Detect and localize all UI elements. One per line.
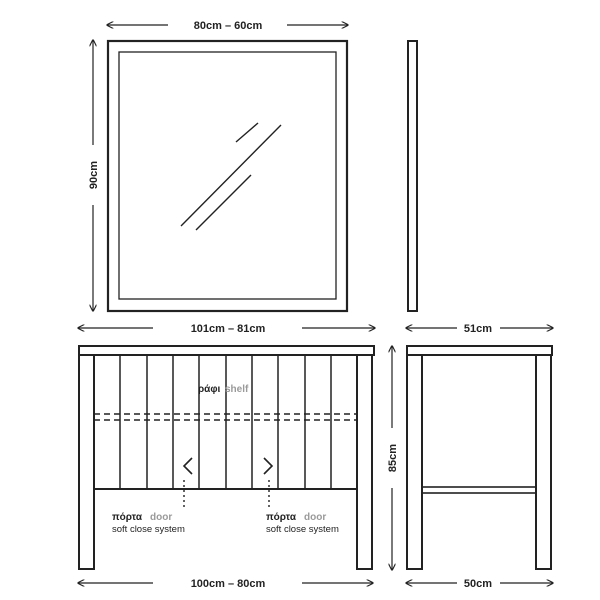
cabinet-height-dimension: 85cm	[387, 346, 399, 570]
cabinet-height-label: 85cm	[387, 444, 399, 472]
mirror-reflection-line	[180, 124, 282, 227]
mirror-front-view	[106, 39, 349, 313]
cabinet-countertop	[78, 345, 375, 356]
cabinet-top-width-label: 101cm – 81cm	[191, 323, 266, 335]
cabinet-front-view	[78, 345, 375, 570]
right-door-handle-icon	[263, 457, 274, 475]
side-countertop	[406, 345, 553, 356]
cabinet-side-depth-top-dimension: 51cm	[406, 323, 553, 335]
right-door-note: soft close system	[266, 524, 339, 535]
cabinet-side-depth-bottom-dimension: 50cm	[406, 578, 553, 590]
cabinet-bottom-width-label: 100cm – 80cm	[191, 578, 266, 590]
mirror-width-label: 80cm – 60cm	[194, 20, 263, 32]
shelf-label: ράφι shelf	[198, 384, 249, 395]
cabinet-side-top-depth-label: 51cm	[464, 323, 492, 335]
right-door-label: πόρτα door soft close system	[266, 512, 339, 535]
mirror-width-dimension: 80cm – 60cm	[107, 20, 348, 32]
door-planks	[119, 355, 332, 489]
cabinet-side-bottom-depth-label: 50cm	[464, 578, 492, 590]
mirror-frame-outer	[106, 39, 349, 313]
cabinet-side-view	[406, 345, 553, 570]
mirror-height-dimension: 90cm	[88, 40, 100, 311]
mirror-height-label: 90cm	[88, 161, 100, 189]
left-door-label-en: door	[150, 512, 172, 523]
side-bottom-rail	[421, 486, 537, 494]
side-back-leg	[535, 354, 552, 570]
mirror-reflection-line	[195, 174, 252, 231]
shelf-label-gr: ράφι	[198, 384, 220, 395]
mirror-side-view	[407, 40, 418, 312]
cabinet-right-leg	[356, 354, 373, 570]
left-door-label-gr: πόρτα	[112, 512, 143, 523]
left-door-label: πόρτα door soft close system	[112, 512, 185, 535]
cabinet-bottom-width-dimension: 100cm – 80cm	[78, 578, 373, 590]
left-door-handle-icon	[182, 457, 193, 475]
mirror-glass	[118, 51, 337, 300]
shelf-label-en: shelf	[225, 384, 249, 395]
left-door-note: soft close system	[112, 524, 185, 535]
right-door-label-en: door	[304, 512, 326, 523]
cabinet-left-leg	[78, 354, 95, 570]
mirror-reflection-line	[235, 122, 259, 143]
right-door-label-gr: πόρτα	[266, 512, 297, 523]
cabinet-top-width-dimension: 101cm – 81cm	[78, 323, 375, 335]
side-front-leg	[406, 354, 423, 570]
